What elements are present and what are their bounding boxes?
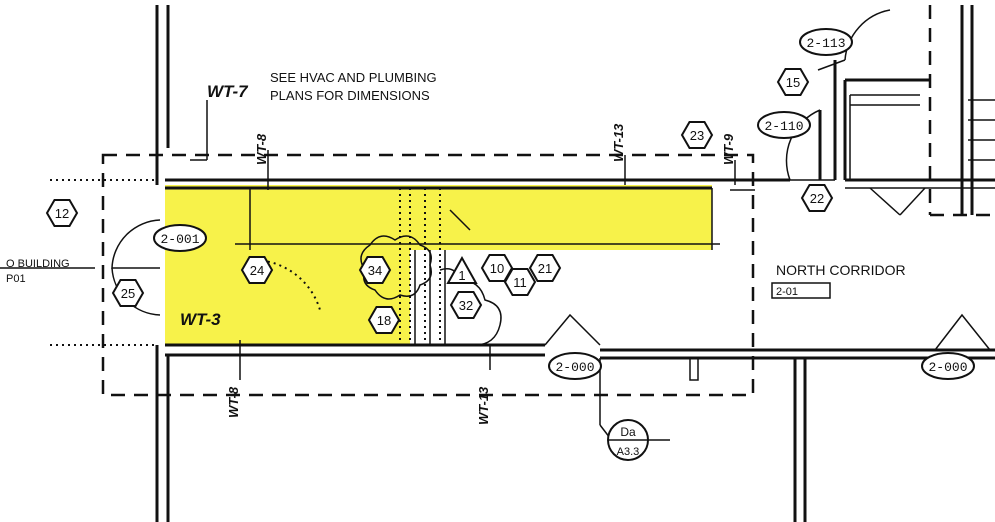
keynote-number: 23 xyxy=(690,128,704,143)
keynote-number: 34 xyxy=(368,263,382,278)
door-swing-2-110 xyxy=(785,109,821,181)
keynote-tag-32: 32 xyxy=(449,291,483,319)
wall-tag-wt3: WT-3 xyxy=(180,310,221,329)
room-number-north-corridor: 2-01 xyxy=(776,286,798,298)
keynote-tag-23: 23 xyxy=(680,121,714,149)
keynote-tag-21: 21 xyxy=(528,254,562,282)
door-tag-2-000-a: 2-000 xyxy=(548,352,602,380)
wall-tag-wt8-bottom: WT-8 xyxy=(226,386,241,418)
keynote-number: 21 xyxy=(538,261,552,276)
door-swing-2-000-b xyxy=(934,313,991,351)
svg-text:2-001: 2-001 xyxy=(160,232,199,247)
room-number-box xyxy=(771,282,831,299)
building-code-partial: P01 xyxy=(6,273,26,285)
door-tag-2-113: 2-113 xyxy=(799,28,853,56)
keynote-tags: 12 24 25 34 18 10 11 21 32 23 15 22 xyxy=(45,68,834,334)
keynote-number: 11 xyxy=(513,275,527,290)
wall-tag-wt8-top: WT-8 xyxy=(254,133,269,165)
wall-tag-wt9: WT-9 xyxy=(721,133,736,165)
keynote-tag-25: 25 xyxy=(111,279,145,307)
door-swings xyxy=(111,9,991,351)
detail-id: Da xyxy=(620,425,636,439)
svg-text:2-000: 2-000 xyxy=(555,360,594,375)
wall-tag-wt7: WT-7 xyxy=(207,82,249,101)
door-tag-2-110: 2-110 xyxy=(757,111,811,139)
keynote-number: 12 xyxy=(55,206,69,221)
revision-delta: 1 xyxy=(446,255,478,284)
keynote-number: 22 xyxy=(810,191,824,206)
walls xyxy=(0,5,995,522)
wall-tag-wt13-top: WT-13 xyxy=(611,123,626,162)
door-tag-2-001: 2-001 xyxy=(153,224,207,252)
building-label-partial: O BUILDING xyxy=(6,258,70,270)
keynote-number: 18 xyxy=(377,313,391,328)
door-tag-2-000-b: 2-000 xyxy=(921,352,975,380)
leaders xyxy=(190,59,846,439)
svg-text:1: 1 xyxy=(458,268,465,283)
detail-sheet: A3.3 xyxy=(617,446,640,458)
keynote-tag-18: 18 xyxy=(367,306,401,334)
note-hvac-line2: PLANS FOR DIMENSIONS xyxy=(270,88,430,103)
keynote-tag-34: 34 xyxy=(358,256,392,284)
highlight-fill xyxy=(165,185,712,345)
svg-text:2-113: 2-113 xyxy=(806,36,845,51)
room-name-north-corridor: NORTH CORRIDOR xyxy=(776,262,906,278)
keynote-tag-24: 24 xyxy=(240,256,274,284)
keynote-tag-11: 11 xyxy=(503,268,537,296)
door-swing-2-001-upper xyxy=(111,219,161,269)
door-swing-2-000-a xyxy=(544,313,601,346)
keynote-number: 15 xyxy=(786,75,800,90)
highlighted-area xyxy=(165,185,712,345)
dashed-enclosure xyxy=(101,153,755,397)
detail-reference: Da A3.3 xyxy=(607,419,670,461)
svg-text:2-110: 2-110 xyxy=(764,119,803,134)
keynote-number: 24 xyxy=(250,263,264,278)
keynote-number: 32 xyxy=(459,298,473,313)
door-swing-2-113 xyxy=(844,9,891,61)
svg-text:2-000: 2-000 xyxy=(928,360,967,375)
keynote-tag-22: 22 xyxy=(800,184,834,212)
keynote-tag-10: 10 xyxy=(480,254,514,282)
keynote-number: 25 xyxy=(121,286,135,301)
keynote-tag-15: 15 xyxy=(776,68,810,96)
note-hvac-line1: SEE HVAC AND PLUMBING xyxy=(270,70,437,85)
keynote-tag-12: 12 xyxy=(45,199,79,227)
keynote-number: 10 xyxy=(490,261,504,276)
wall-tag-wt13-bottom: WT-13 xyxy=(476,386,491,425)
